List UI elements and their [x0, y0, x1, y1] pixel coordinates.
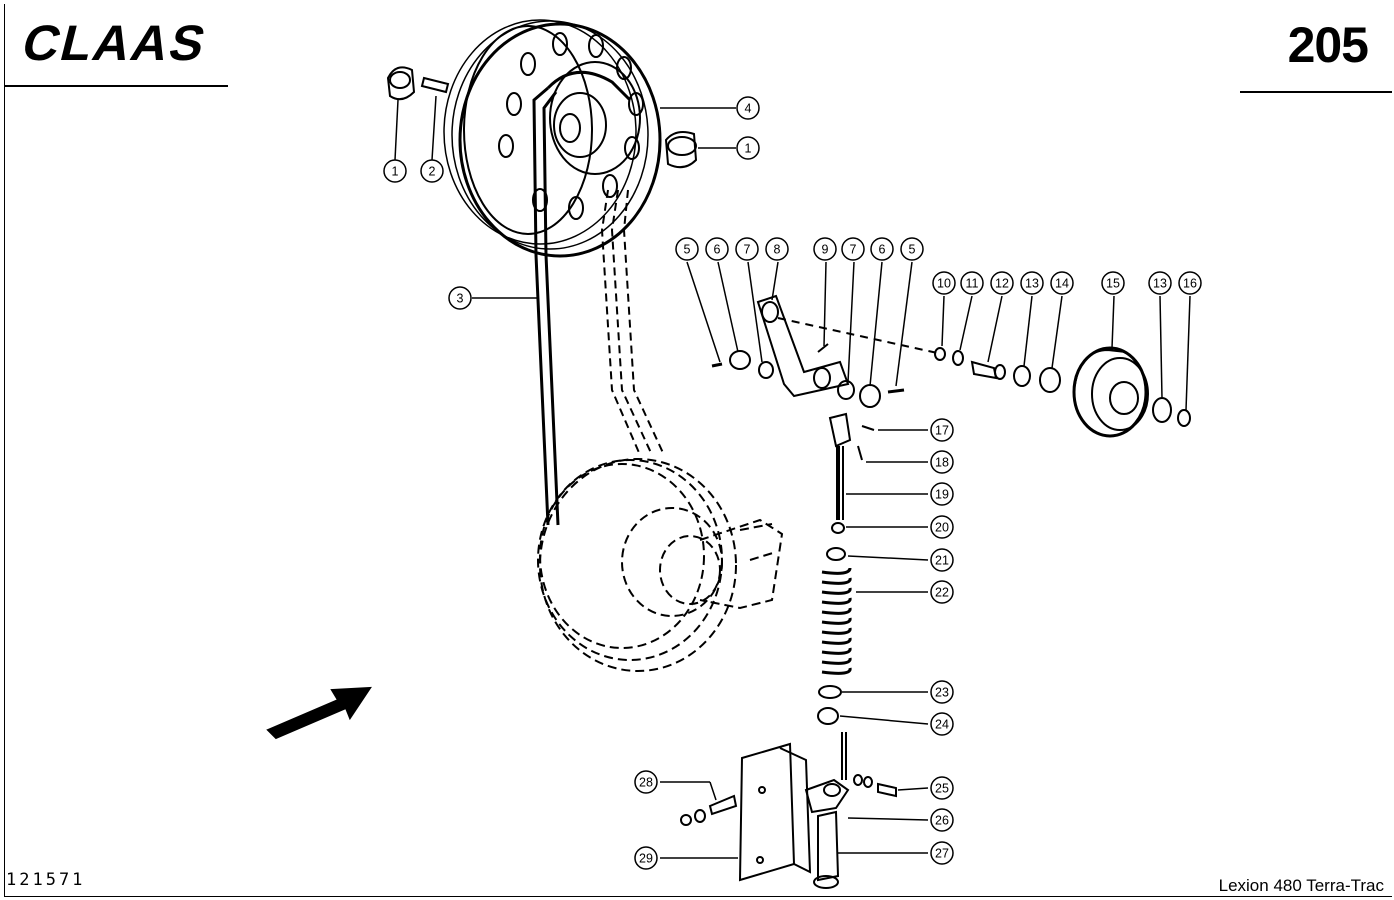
callout-16: 16 — [1178, 271, 1202, 295]
callout-label: 29 — [639, 852, 653, 866]
callout-27: 27 — [930, 841, 954, 865]
callout-label: 13 — [1153, 277, 1167, 291]
upper-pulley — [443, 19, 662, 258]
lower-pulley — [537, 458, 784, 672]
callout-label: 13 — [1025, 277, 1039, 291]
callout-label: 3 — [457, 292, 464, 306]
callout-2: 2 — [420, 159, 444, 183]
callout-label: 25 — [935, 782, 949, 796]
callout-5: 5 — [675, 237, 699, 261]
callout-label: 1 — [745, 142, 752, 156]
callout-13: 13 — [1020, 271, 1044, 295]
callout-label: 5 — [684, 243, 691, 257]
callout-label: 12 — [995, 277, 1009, 291]
tensioner-arm-assembly — [711, 294, 943, 408]
bush-part-1-right — [664, 131, 698, 169]
callout-label: 23 — [935, 686, 949, 700]
callout-6: 6 — [870, 237, 894, 261]
callout-label: 24 — [935, 718, 949, 732]
callout-label: 8 — [774, 243, 781, 257]
callout-5: 5 — [900, 237, 924, 261]
drawing-id: 121571 — [6, 870, 86, 890]
callout-label: 6 — [879, 243, 886, 257]
callout-label: 2 — [429, 165, 436, 179]
callout-3: 3 — [448, 286, 472, 310]
callout-8: 8 — [765, 237, 789, 261]
callout-label: 21 — [935, 554, 949, 568]
idler-roller-assembly — [934, 346, 1191, 438]
callout-4: 4 — [736, 96, 760, 120]
callout-1: 1 — [383, 159, 407, 183]
callout-28: 28 — [634, 770, 658, 794]
drive-belt — [532, 70, 632, 526]
bush-part-1 — [386, 66, 416, 101]
callout-9: 9 — [813, 237, 837, 261]
callout-label: 4 — [745, 102, 752, 116]
callout-label: 9 — [822, 243, 829, 257]
page-number: 205 — [1287, 17, 1369, 73]
callout-13: 13 — [1148, 271, 1172, 295]
callout-17: 17 — [930, 418, 954, 442]
model-name: Lexion 480 Terra-Trac — [1218, 876, 1384, 895]
callout-24: 24 — [930, 712, 954, 736]
callout-26: 26 — [930, 808, 954, 832]
callout-label: 28 — [639, 776, 653, 790]
pin-part-2 — [420, 76, 450, 94]
callout-label: 15 — [1106, 277, 1120, 291]
callout-11: 11 — [960, 271, 984, 295]
callout-label: 5 — [909, 243, 916, 257]
callout-label: 20 — [935, 521, 949, 535]
callout-7: 7 — [735, 237, 759, 261]
callout-7: 7 — [841, 237, 865, 261]
callout-14: 14 — [1050, 271, 1074, 295]
callout-15: 15 — [1101, 271, 1125, 295]
callout-label: 19 — [935, 488, 949, 502]
belt-hidden-path — [600, 189, 665, 456]
callout-18: 18 — [930, 450, 954, 474]
leader-lines — [394, 95, 1191, 859]
callout-6: 6 — [705, 237, 729, 261]
tension-spring-assembly — [817, 412, 875, 725]
callout-23: 23 — [930, 680, 954, 704]
callout-1: 1 — [736, 136, 760, 160]
callout-label: 11 — [966, 277, 979, 291]
callout-label: 1 — [392, 165, 399, 179]
callout-25: 25 — [930, 776, 954, 800]
callout-label: 22 — [935, 586, 949, 600]
callout-label: 27 — [935, 847, 949, 861]
callout-label: 14 — [1055, 277, 1069, 291]
sheet-frame — [4, 4, 1392, 897]
callout-12: 12 — [990, 271, 1014, 295]
callout-21: 21 — [930, 548, 954, 572]
callout-label: 17 — [935, 424, 949, 438]
direction-arrow — [266, 686, 372, 740]
callout-label: 10 — [937, 277, 951, 291]
callout-label: 26 — [935, 814, 949, 828]
mounting-bracket — [680, 732, 897, 889]
callout-10: 10 — [932, 271, 956, 295]
brand-logo: CLAAS — [12, 15, 234, 71]
callout-29: 29 — [634, 846, 658, 870]
callout-20: 20 — [930, 515, 954, 539]
callout-22: 22 — [930, 580, 954, 604]
callout-label: 7 — [850, 243, 857, 257]
svg-text:CLAAS: CLAAS — [17, 18, 213, 66]
callout-label: 18 — [935, 456, 949, 470]
callout-label: 6 — [714, 243, 721, 257]
callout-19: 19 — [930, 482, 954, 506]
callout-label: 16 — [1183, 277, 1197, 291]
callout-label: 7 — [744, 243, 751, 257]
